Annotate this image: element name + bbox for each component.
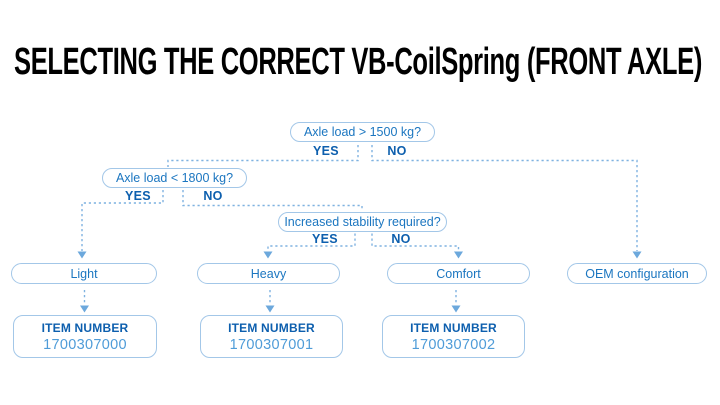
- item-number-heading: ITEM NUMBER: [41, 320, 129, 335]
- arrow-down-icon: [263, 251, 273, 259]
- decision-axle-load-1500: Axle load > 1500 kg?: [290, 122, 435, 142]
- connector-d3-yes: [267, 233, 356, 251]
- arrow-down-icon: [80, 305, 89, 313]
- arrow-down-icon: [451, 305, 461, 313]
- branch-label-no: NO: [387, 144, 407, 158]
- decision-axle-load-1800: Axle load < 1800 kg?: [102, 168, 247, 188]
- outcome-comfort: Comfort: [387, 263, 530, 284]
- branch-label-yes: YES: [125, 189, 151, 203]
- item-number-box-light: ITEM NUMBER 1700307000: [13, 315, 157, 358]
- outcome-light: Light: [11, 263, 157, 284]
- item-number-value: 1700307000: [43, 336, 127, 353]
- arrow-down-icon: [265, 305, 275, 313]
- item-number-value: 1700307002: [411, 336, 496, 353]
- page-title: SELECTING THE CORRECT VB-CoilSpring (FRO…: [14, 41, 702, 83]
- branch-label-yes: YES: [313, 144, 339, 158]
- branch-label-no: NO: [391, 232, 411, 246]
- arrow-down-icon: [454, 251, 463, 259]
- branch-label-no: NO: [203, 189, 223, 203]
- connector-d1-yes: [167, 145, 359, 167]
- outcome-oem-configuration: OEM configuration: [567, 263, 707, 284]
- item-number-box-comfort: ITEM NUMBER 1700307002: [382, 315, 525, 358]
- decision-increased-stability: Increased stability required?: [278, 212, 447, 232]
- arrow-down-icon: [632, 251, 642, 259]
- item-number-heading: ITEM NUMBER: [228, 320, 315, 335]
- branch-label-yes: YES: [312, 232, 338, 246]
- connector-d2-no: [182, 190, 363, 211]
- item-number-value: 1700307001: [229, 336, 314, 353]
- item-number-box-heavy: ITEM NUMBER 1700307001: [200, 315, 343, 358]
- connector-d3-no: [371, 233, 460, 251]
- arrow-down-icon: [77, 251, 87, 259]
- connector-d1-no: [371, 145, 638, 251]
- outcome-heavy: Heavy: [197, 263, 340, 284]
- connector-d2-yes: [81, 190, 164, 251]
- item-number-heading: ITEM NUMBER: [410, 320, 497, 335]
